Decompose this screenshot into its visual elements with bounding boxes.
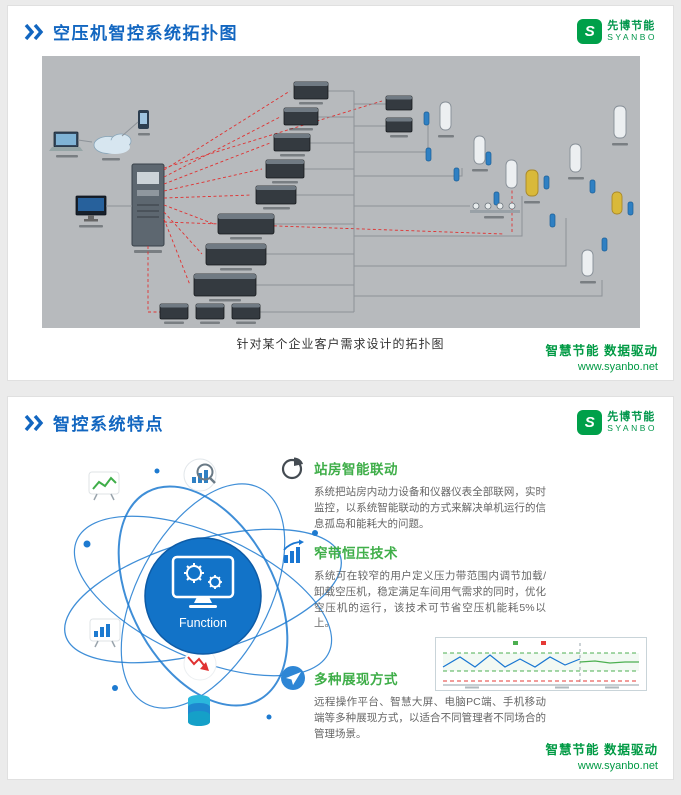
function-illustration: Function — [64, 458, 342, 726]
feature-display-modes: 多种展现方式 远程操作平台、智慧大屏、电脑PC端、手机移动端等多种展现方式，以适… — [280, 665, 546, 742]
slide-topology-card: 空压机智控系统拓扑图 S 先博节能 SYANBO — [7, 5, 674, 381]
gear-icon — [184, 563, 204, 583]
logo-name: 先博节能 — [607, 20, 656, 33]
feature-pressure-band: 窄带恒压技术 系统可在较窄的用户定义压力带范围内调节加载/卸载空压机，稳定满足车… — [280, 539, 647, 691]
pipe-network — [255, 90, 602, 313]
slide2-title-wrap: 智控系统特点 — [24, 410, 164, 435]
green-chart-board-icon — [88, 471, 120, 501]
feature-text: 系统把站房内动力设备和仪器仪表全部联网，实时监控，以系统智能联动的方式来解决单机… — [314, 486, 546, 530]
slide1-title: 空压机智控系统拓扑图 — [53, 24, 238, 43]
control-cabinet — [131, 163, 164, 253]
feature-title: 多种展现方式 — [314, 672, 398, 687]
footer-url: www.syanbo.net — [577, 361, 658, 374]
pie-chart-icon — [280, 455, 306, 481]
search-chart-icon — [183, 458, 217, 492]
logo-sub: SYANBO — [607, 422, 657, 433]
slide2-title: 智控系统特点 — [53, 415, 164, 434]
slide1-title-wrap: 空压机智控系统拓扑图 — [24, 19, 238, 44]
logo-s-icon: S — [577, 410, 603, 435]
topology-diagram-wrap — [41, 56, 640, 328]
logo-name: 先博节能 — [607, 411, 656, 424]
function-hub: Function — [144, 537, 262, 655]
feature-text: 系统可在较窄的用户定义压力带范围内调节加载/卸载空压机，稳定满足车间用气需求的同… — [314, 570, 546, 630]
slide1-header: 空压机智控系统拓扑图 S 先博节能 SYANBO — [8, 6, 673, 48]
footer-url: www.syanbo.net — [577, 760, 658, 773]
logo-sub: SYANBO — [607, 31, 657, 42]
features-area: Function 站房智能联动 系统把站房内动 — [8, 439, 673, 771]
slide2-header: 智控系统特点 S 先博节能 SYANBO — [8, 397, 673, 439]
footer-slogan: 智慧节能 数据驱动 — [545, 743, 658, 758]
gear-icon-small — [208, 575, 222, 589]
send-icon — [280, 665, 306, 691]
topology-diagram — [41, 56, 640, 328]
logo-s-icon: S — [577, 19, 603, 44]
compressor-stack — [159, 81, 328, 324]
gauge-manifold — [469, 202, 520, 219]
footer-slogan: 智慧节能 数据驱动 — [545, 344, 658, 359]
function-label: Function — [179, 616, 227, 630]
feature-text: 远程操作平台、智慧大屏、电脑PC端、手机移动端等多种展现方式，以适合不同管理者不… — [314, 696, 546, 740]
phone-icon — [137, 110, 150, 136]
air-treatment-units — [385, 95, 633, 284]
bar-chart-up-icon — [280, 539, 306, 565]
laptop-icon — [48, 131, 83, 158]
workstation-monitor-icon — [75, 195, 106, 228]
feature-title: 站房智能联动 — [314, 462, 398, 477]
logo-text: 先博节能 SYANBO — [607, 20, 657, 42]
slide2-footer: 智慧节能 数据驱动 www.syanbo.net — [546, 742, 658, 774]
database-icon — [188, 695, 210, 726]
feature-title: 窄带恒压技术 — [314, 546, 398, 561]
brand-logo: S 先博节能 SYANBO — [577, 410, 657, 435]
brand-logo: S 先博节能 SYANBO — [577, 19, 657, 44]
chevrons-icon — [24, 414, 44, 431]
diagram-caption: 针对某个企业客户需求设计的拓扑图 — [236, 337, 445, 351]
chevrons-icon — [24, 23, 44, 40]
slide-features-card: 智控系统特点 S 先博节能 SYANBO — [7, 396, 674, 780]
feature-station-linkage: 站房智能联动 系统把站房内动力设备和仪器仪表全部联网，实时监控，以系统智能联动的… — [280, 455, 546, 532]
pressure-band-chart — [435, 637, 647, 691]
blue-bars-board-icon — [89, 618, 121, 648]
slide1-footer: 智慧节能 数据驱动 www.syanbo.net — [546, 343, 658, 375]
cloud-icon — [93, 133, 131, 161]
logo-text: 先博节能 SYANBO — [607, 411, 657, 433]
monitoring-devices — [48, 110, 164, 253]
